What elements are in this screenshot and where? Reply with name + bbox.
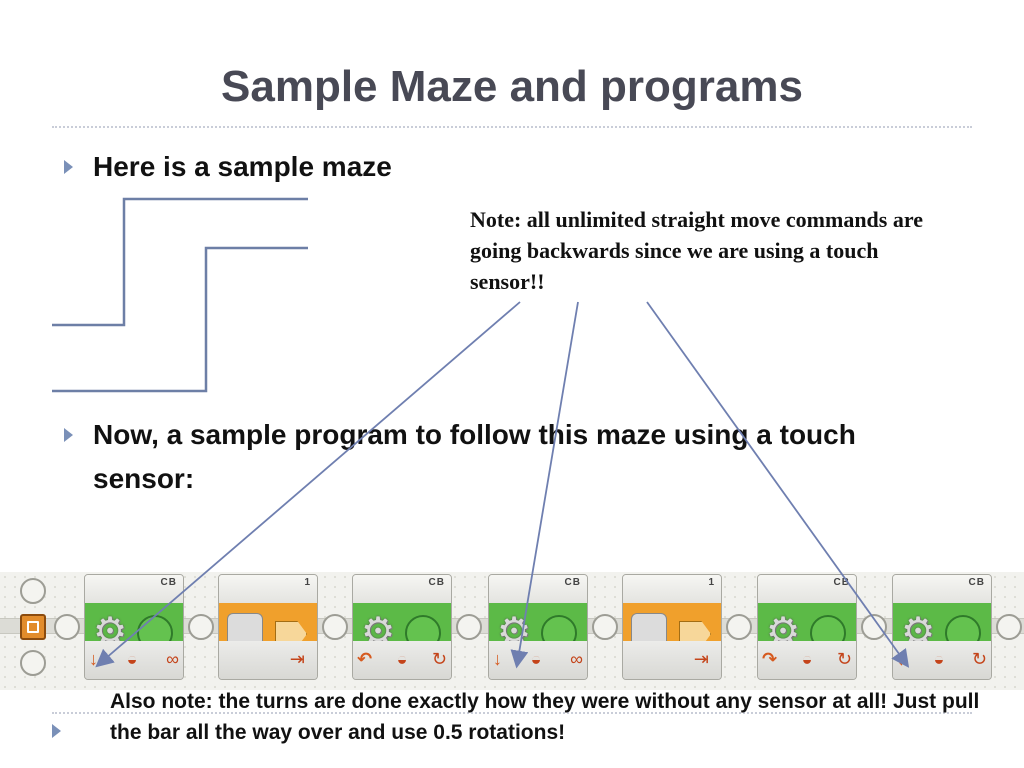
wait-touch-block[interactable]: 1⇥ [218,574,318,680]
sequence-connector [996,614,1022,640]
title-divider [52,126,972,128]
arrow-down-icon: ↓ [89,649,98,669]
maze-wall-outer [52,197,308,327]
move-block[interactable]: CB⚙↶◒↻ [352,574,452,680]
power-icon: ◒ [933,649,945,669]
maze-wall-inner [52,246,308,393]
infinity-icon: ∞ [570,649,583,669]
arrow-down-icon: ↓ [493,649,502,669]
power-icon: ◒ [396,649,408,669]
slide-title: Sample Maze and programs [221,62,803,111]
port-label: CB [968,577,985,588]
infinity-icon: ∞ [166,649,179,669]
rotation-icon: ↻ [971,649,987,669]
start-connector-bottom [20,650,46,676]
move-block[interactable]: CB⚙↓◒∞ [84,574,184,680]
note-callout: Note: all unlimited straight move comman… [470,207,923,294]
exit-arrow-icon: ⇥ [289,649,305,669]
port-label: CB [160,577,177,588]
power-icon: ◒ [801,649,813,669]
steer-right-icon: ↷ [762,649,778,669]
wait-touch-block[interactable]: 1⇥ [622,574,722,680]
sequence-connector [322,614,348,640]
sequence-connector [188,614,214,640]
bullet-arrow-icon [64,160,73,174]
move-block[interactable]: CB⚙↓◒∞ [488,574,588,680]
rotation-icon: ↻ [431,649,447,669]
sequence-connector [592,614,618,640]
port-label: 1 [708,577,715,588]
port-label: CB [428,577,445,588]
sequence-connector [456,614,482,640]
bottom-divider [52,712,972,714]
bullet-arrow-icon [52,724,61,738]
start-connector-top [20,578,46,604]
port-label: CB [833,577,850,588]
port-label: CB [564,577,581,588]
sequence-connector [726,614,752,640]
bullet-1: Here is a sample maze [93,151,392,182]
sequence-connector [861,614,887,640]
exit-arrow-icon: ⇥ [693,649,709,669]
sequence-connector [54,614,80,640]
bullet-arrow-icon [64,428,73,442]
move-block[interactable]: CB⚙↓◒↻ [892,574,992,680]
steer-left-icon: ↶ [357,649,373,669]
port-label: 1 [304,577,311,588]
power-icon: ◒ [126,649,138,669]
program-strip: CB⚙↓◒∞1⇥CB⚙↶◒↻CB⚙↓◒∞1⇥CB⚙↷◒↻CB⚙↓◒↻ [0,572,1024,690]
move-block[interactable]: CB⚙↷◒↻ [757,574,857,680]
bullet-2: Now, a sample program to follow this maz… [93,419,856,494]
rotation-icon: ↻ [836,649,852,669]
power-icon: ◒ [530,649,542,669]
start-block-icon[interactable] [20,614,46,640]
arrow-down-icon: ↓ [897,649,906,669]
bottom-note: Also note: the turns are done exactly ho… [110,690,980,744]
